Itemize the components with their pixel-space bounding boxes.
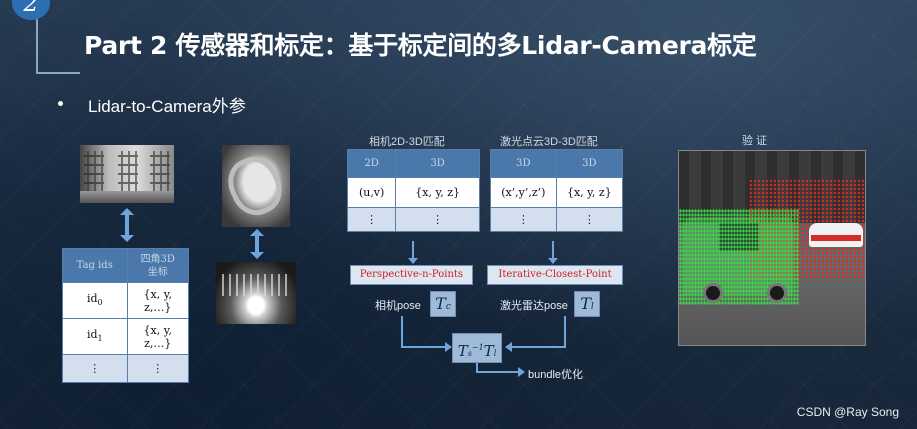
table-row: ⋮⋮ bbox=[490, 207, 624, 232]
wheel-icon bbox=[767, 283, 787, 303]
verification-label: 验 证 bbox=[742, 135, 768, 147]
table-header-corner-coords: 四角3D 坐标 bbox=[126, 248, 190, 283]
wheel-icon bbox=[703, 283, 723, 303]
pnp-algorithm-box: Perspective-n-Points bbox=[350, 265, 473, 285]
table-header: 3D bbox=[395, 149, 480, 178]
lidar-pose-label: 激光雷达pose bbox=[500, 300, 568, 312]
table-header: 3D bbox=[490, 149, 557, 178]
connector-line bbox=[401, 316, 403, 347]
camera-match-table: 2D 3D (u,v){x, y, z} ⋮⋮ bbox=[346, 149, 480, 232]
aerial-view-photo bbox=[222, 145, 290, 227]
section-number-badge: 2 bbox=[12, 0, 50, 20]
table-row: ⋮⋮ bbox=[346, 207, 480, 232]
bundle-optimization-label: bundle优化 bbox=[528, 369, 584, 381]
lidar-pose-symbol: Tl bbox=[574, 291, 600, 317]
icp-algorithm-box: Iterative-Closest-Point bbox=[487, 265, 623, 285]
bullet-icon bbox=[58, 101, 63, 106]
ring-structure bbox=[222, 149, 290, 223]
camera-pose-symbol: Tc bbox=[430, 291, 456, 317]
arrow-left-icon bbox=[505, 342, 512, 352]
tag-wall-right bbox=[150, 151, 170, 197]
car-stripe bbox=[811, 235, 861, 241]
tag-wall-left bbox=[84, 151, 104, 197]
watermark: CSDN @Ray Song bbox=[796, 405, 899, 419]
room-floor bbox=[80, 191, 174, 203]
table-row: id1 {x, y, z,…} bbox=[62, 318, 190, 355]
bullet-text: Lidar-to-Camera外参 bbox=[88, 97, 246, 116]
connector-line bbox=[401, 346, 445, 348]
table-row: ⋮ ⋮ bbox=[62, 354, 190, 383]
slide-title: Part 2 传感器和标定：基于标定间的多Lidar-Camera标定 bbox=[84, 31, 757, 60]
arrow-right-icon bbox=[518, 367, 525, 377]
table-header-tag-ids: Tag ids bbox=[62, 248, 128, 283]
table-header: 3D bbox=[555, 149, 624, 178]
connector-line bbox=[512, 346, 566, 348]
verification-photo bbox=[678, 150, 866, 346]
table-row: (u,v){x, y, z} bbox=[346, 177, 480, 208]
camera-match-caption: 相机2D-3D匹配 bbox=[369, 136, 445, 148]
connector-line bbox=[476, 363, 478, 373]
camera-pose-label: 相机pose bbox=[375, 300, 421, 312]
panorama-photo bbox=[216, 262, 296, 324]
table-header: 2D bbox=[346, 149, 397, 178]
lidar-match-table: 3D 3D (x’,y’,z’){x, y, z} ⋮⋮ bbox=[490, 149, 624, 232]
lidar-match-caption: 激光点云3D-3D匹配 bbox=[500, 136, 598, 148]
double-arrow-icon bbox=[250, 229, 264, 259]
double-arrow-icon bbox=[120, 208, 134, 242]
table-row: (x’,y’,z’){x, y, z} bbox=[490, 177, 624, 208]
table-row: id0 {x, y, z,…} bbox=[62, 282, 190, 319]
connector-line bbox=[476, 371, 520, 373]
panorama-stripes bbox=[222, 274, 290, 296]
section-frame bbox=[36, 0, 80, 74]
connector-line bbox=[564, 316, 566, 347]
extrinsic-result-symbol: Ts−1Tl bbox=[452, 333, 502, 363]
arrow-down-icon bbox=[548, 241, 558, 264]
arrow-right-icon bbox=[445, 342, 452, 352]
arrow-down-icon bbox=[408, 241, 418, 264]
calibration-room-photo bbox=[80, 145, 174, 203]
tag-wall-center bbox=[118, 151, 138, 197]
tag-coordinates-table: Tag ids 四角3D 坐标 id0 {x, y, z,…} id1 {x, … bbox=[62, 248, 190, 383]
